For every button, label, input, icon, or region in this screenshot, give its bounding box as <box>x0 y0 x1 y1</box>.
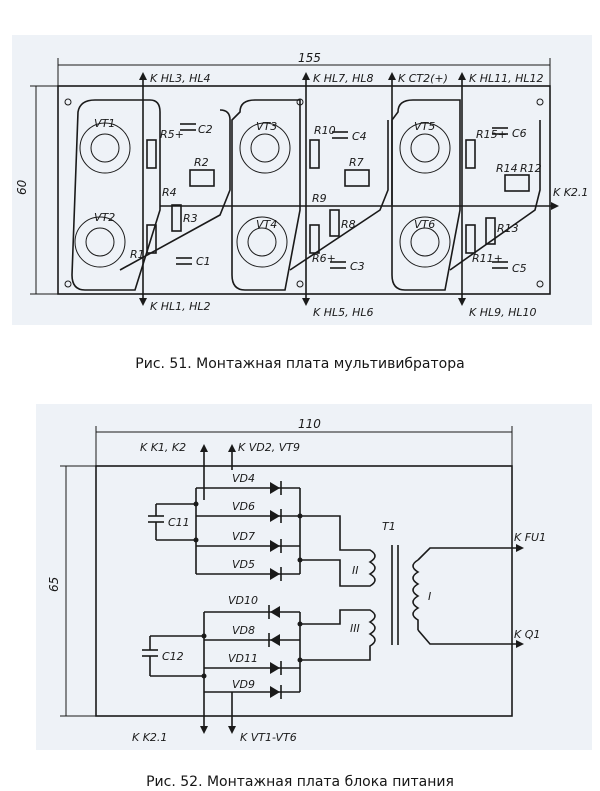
label-vt5: VT5 <box>414 120 435 133</box>
label-c2: C2 <box>198 123 213 136</box>
label-k1-k2: K K1, K2 <box>140 441 186 454</box>
board-outline <box>57 85 551 295</box>
label-vd4: VD4 <box>232 472 255 485</box>
label-t1: T1 <box>382 520 396 533</box>
label-vt1-vt6: K VT1-VT6 <box>240 731 297 744</box>
label-vd2-vt9: K VD2, VT9 <box>238 441 300 454</box>
label-r2: R2 <box>194 156 209 169</box>
label-r4: R4 <box>162 186 177 199</box>
label-r9: R9 <box>312 192 327 205</box>
label-c5: C5 <box>512 262 527 275</box>
label-q1: K Q1 <box>514 628 540 641</box>
cell-3 <box>391 99 541 291</box>
label-c11: C11 <box>168 516 190 529</box>
label-r8: R8 <box>341 218 356 231</box>
label-r5: R5+ <box>160 128 184 141</box>
label-r11: R11+ <box>472 252 503 265</box>
label-r15: R15+ <box>476 128 507 141</box>
board-photo-background <box>12 35 592 325</box>
label-top-1: K HL3, HL4 <box>150 72 211 85</box>
label-r14: R14 <box>496 162 518 175</box>
cell-1 <box>71 99 231 291</box>
label-winding-i: I <box>428 590 431 603</box>
label-vd6: VD6 <box>232 500 255 513</box>
label-vt4: VT4 <box>256 218 277 231</box>
label-winding-iii: III <box>350 622 360 635</box>
label-winding-ii: II <box>352 564 359 577</box>
label-vd7: VD7 <box>232 530 255 543</box>
label-vt3: VT3 <box>256 120 277 133</box>
label-right: K K2.1 <box>553 186 588 199</box>
label-top-2: K HL7, HL8 <box>313 72 374 85</box>
board-photo-background-2 <box>36 404 592 750</box>
label-vt6: VT6 <box>414 218 435 231</box>
dim-height-label: 60 <box>15 179 29 195</box>
label-r13: R13 <box>497 222 519 235</box>
figure-51-board: 155 60 <box>12 35 592 325</box>
label-vd9: VD9 <box>232 678 255 691</box>
label-bottom-2: K HL5, HL6 <box>313 306 374 319</box>
dim-width-label: 155 <box>298 51 321 65</box>
label-c12: C12 <box>162 650 184 663</box>
label-c3: C3 <box>350 260 365 273</box>
board-outline-2 <box>95 465 513 717</box>
label-r6: R6+ <box>312 252 336 265</box>
label-k2-1: K K2.1 <box>132 731 167 744</box>
label-r12: R12 <box>520 162 542 175</box>
label-vd10: VD10 <box>228 594 258 607</box>
figure-52-caption: Рис. 52. Монтажная плата блока питания <box>146 774 454 790</box>
label-r1: R1 <box>130 248 145 261</box>
figure-51-caption: Рис. 51. Монтажная плата мультивибратора <box>135 356 465 372</box>
dim-width-label-2: 110 <box>298 417 321 431</box>
label-c4: C4 <box>352 130 367 143</box>
dim-height-label-2: 65 <box>47 577 61 592</box>
label-top-4: K HL11, HL12 <box>469 72 544 85</box>
cell-2 <box>231 99 389 291</box>
label-fu1: K FU1 <box>514 531 546 544</box>
label-c1: C1 <box>196 255 211 268</box>
label-r3: R3 <box>183 212 198 225</box>
label-bottom-3: K HL9, HL10 <box>469 306 537 319</box>
label-bottom-1: K HL1, HL2 <box>150 300 211 313</box>
label-vd8: VD8 <box>232 624 255 637</box>
label-top-3: K CT2(+) <box>398 72 448 85</box>
label-c6: C6 <box>512 127 527 140</box>
label-vt2: VT2 <box>94 211 115 224</box>
label-vd11: VD11 <box>228 652 258 665</box>
figure-52-board: 110 65 <box>36 404 592 750</box>
label-r10: R10 <box>314 124 336 137</box>
label-vd5: VD5 <box>232 558 255 571</box>
label-vt1: VT1 <box>94 117 115 130</box>
label-r7: R7 <box>349 156 364 169</box>
